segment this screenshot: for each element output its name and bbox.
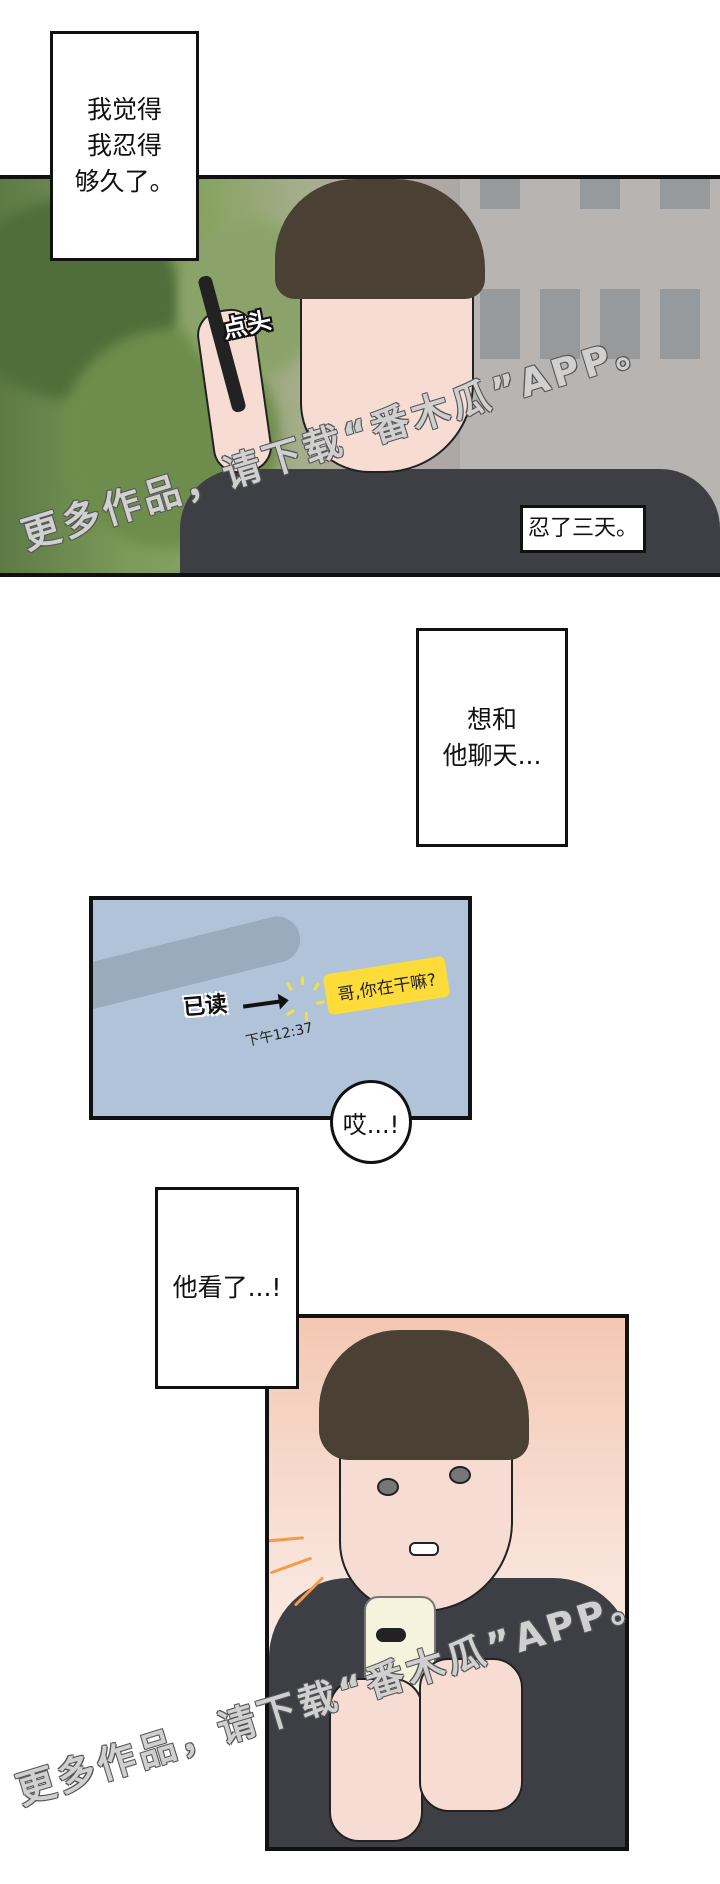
comic-panel-chat-screen: 已读 哥,你在干嘛? 下午12:37	[89, 896, 472, 1120]
message-timestamp: 下午12:37	[244, 1020, 315, 1050]
sparkle-icon	[312, 981, 321, 992]
arrow-icon	[242, 999, 282, 1009]
caption-box-want-to-chat: 想和 他聊天...	[416, 628, 568, 847]
read-receipt-label: 已读	[182, 992, 229, 1021]
caption-box-three-days: 忍了三天。	[520, 505, 646, 553]
comic-panel-surprised	[265, 1314, 629, 1851]
sparkle-icon	[305, 1012, 308, 1021]
speech-bubble-gasp: 哎...!	[330, 1080, 412, 1164]
caption-box-long-enough: 我觉得 我忍得 够久了。	[50, 31, 199, 261]
eye	[449, 1466, 471, 1484]
eye	[377, 1478, 399, 1496]
hand	[419, 1658, 523, 1812]
surprise-mark	[269, 1556, 313, 1575]
caption-text: 我觉得 我忍得 够久了。	[74, 95, 175, 196]
hair	[275, 179, 485, 299]
surprise-mark	[269, 1536, 305, 1543]
sparkle-icon	[301, 976, 304, 985]
sparkle-icon	[315, 1000, 326, 1005]
comic-panel-phone-call	[0, 175, 720, 577]
camera-icon	[376, 1628, 406, 1642]
mouth	[409, 1542, 439, 1556]
caption-text: 他看了...!	[172, 1273, 282, 1302]
hair	[319, 1330, 529, 1460]
sparkle-icon	[285, 981, 294, 992]
caption-box-he-read-it: 他看了...!	[155, 1187, 299, 1389]
caption-text: 忍了三天。	[527, 516, 638, 541]
caption-text: 想和 他聊天...	[442, 704, 542, 770]
chat-message-bubble: 哥,你在干嘛?	[322, 955, 451, 1016]
sparkle-icon	[285, 1008, 296, 1017]
speech-text: 哎...!	[342, 1110, 400, 1139]
